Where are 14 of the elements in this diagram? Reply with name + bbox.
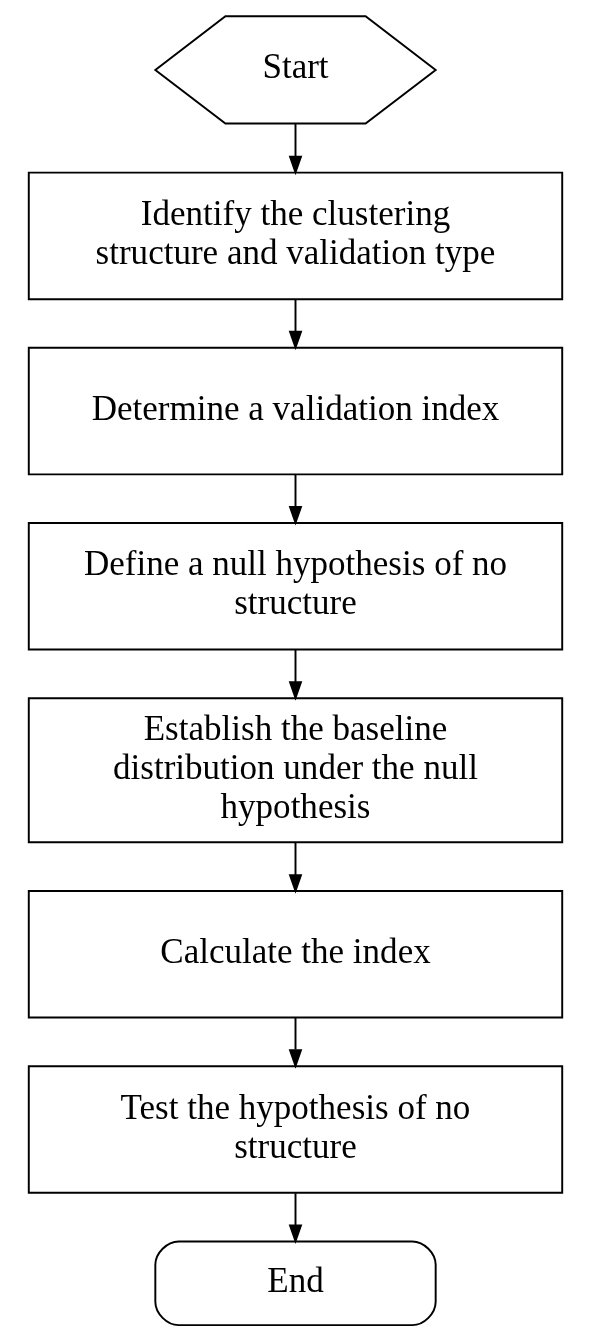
node-box: Calculate the index — [27, 890, 563, 1019]
node-box: Test the hypothesis of no structure — [27, 1065, 563, 1194]
node-box: Determine a validation index — [27, 346, 563, 476]
node-box: Establish the baseline distribution under the null hypothesis — [27, 697, 563, 844]
arrow — [288, 1192, 302, 1244]
arrow — [288, 1017, 302, 1069]
arrow — [288, 298, 302, 351]
arrow — [288, 648, 302, 701]
node-box: End — [153, 1240, 437, 1327]
node-box: Define a null hypothesis of no structure — [27, 522, 563, 651]
node-box: Identify the clustering structure and validation type — [27, 171, 563, 301]
arrow — [288, 123, 302, 176]
arrow — [288, 841, 302, 894]
arrow — [288, 473, 302, 526]
